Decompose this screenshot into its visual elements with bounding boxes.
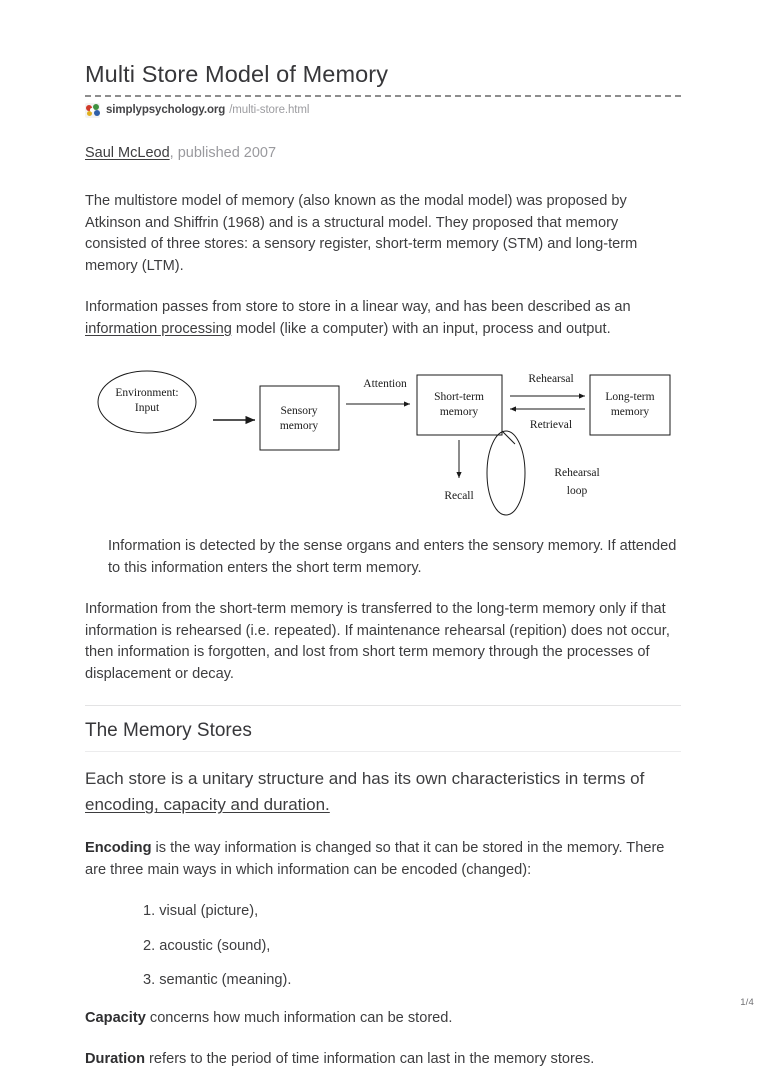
section-lead-pre: Each store is a unitary structure and ha… [85, 769, 645, 789]
capacity-text: concerns how much information can be sto… [145, 1009, 453, 1026]
information-processing-link[interactable]: information processing [85, 320, 232, 337]
rehearsal-loop-shape [486, 430, 526, 516]
diagram-caption: Information is detected by the sense org… [108, 538, 677, 576]
section-lead: Each store is a unitary structure and ha… [85, 766, 681, 818]
retrieval-label: Retrieval [530, 419, 572, 431]
paragraph-encoding: Encoding is the way information is chang… [85, 838, 681, 881]
short-term-memory-node [416, 374, 503, 436]
recall-label: Recall [444, 490, 473, 502]
url-path: /multi-store.html [229, 104, 310, 117]
rehearsal-loop-label-line1: Rehearsal [554, 467, 599, 479]
page-title: Multi Store Model of Memory [85, 61, 389, 87]
encoding-list: visual (picture), acoustic (sound), sema… [85, 901, 681, 992]
paragraph-intro: The multistore model of memory (also kno… [85, 193, 638, 274]
encoding-term: Encoding [85, 840, 152, 857]
title-divider [85, 95, 681, 98]
list-item: visual (picture), [159, 903, 259, 920]
section-heading: The Memory Stores [85, 720, 252, 742]
duration-term: Duration [85, 1051, 145, 1068]
section-divider-bottom [85, 751, 681, 753]
list-item: semantic (meaning). [159, 972, 292, 989]
sensory-memory-node [259, 385, 340, 451]
environment-label-line2: Input [135, 402, 160, 414]
paragraph-rehearsal: Information from the short-term memory i… [85, 601, 670, 682]
duration-text: refers to the period of time information… [145, 1051, 595, 1068]
sensory-label-line1: Sensory [280, 405, 317, 417]
encoding-text: is the way information is changed so tha… [85, 840, 665, 878]
byline-rest: , published 2007 [169, 145, 277, 162]
ltm-label-line2: memory [611, 406, 650, 418]
ltm-label-line1: Long-term [605, 391, 654, 403]
paragraph-linear-pre: Information passes from store to store i… [85, 299, 631, 316]
encoding-capacity-duration-link[interactable]: encoding, capacity and duration. [85, 795, 330, 815]
section-divider-top [85, 705, 681, 707]
multi-store-model-diagram: Environment: Input Sensory memory Attent… [85, 360, 681, 520]
attention-label: Attention [363, 378, 407, 390]
document-page: Multi Store Model of Memory simplypsycho… [0, 0, 768, 1024]
paragraph-linear: Information passes from store to store i… [85, 297, 681, 340]
author-link[interactable]: Saul McLeod [85, 145, 170, 162]
capacity-term: Capacity [85, 1009, 146, 1026]
stm-label-line2: memory [440, 406, 479, 418]
stm-label-line1: Short-term [434, 391, 484, 403]
rehearsal-loop-label-line2: loop [567, 485, 588, 497]
diagram-svg: Environment: Input Sensory memory Attent… [97, 370, 671, 516]
simplypsychology-favicon-icon [85, 102, 100, 118]
rehearsal-label: Rehearsal [528, 373, 573, 385]
paragraph-linear-post: model (like a computer) with an input, p… [231, 320, 611, 337]
byline: Saul McLeod, published 2007 [85, 145, 681, 161]
paragraph-duration: Duration refers to the period of time in… [85, 1049, 681, 1071]
environment-label-line1: Environment: [115, 387, 178, 399]
source-url[interactable]: simplypsychology.org/multi-store.html [85, 101, 681, 119]
url-domain: simplypsychology.org [106, 104, 226, 117]
rehearsal-loop-connector [501, 431, 516, 445]
list-item: acoustic (sound), [159, 937, 271, 954]
paragraph-capacity: Capacity concerns how much information c… [85, 1008, 681, 1030]
document-content: Multi Store Model of Memory simplypsycho… [85, 60, 681, 1091]
environment-node [97, 370, 197, 434]
page-number: 1/4 [740, 997, 754, 1008]
sensory-label-line2: memory [280, 420, 319, 432]
long-term-memory-node [589, 374, 671, 436]
